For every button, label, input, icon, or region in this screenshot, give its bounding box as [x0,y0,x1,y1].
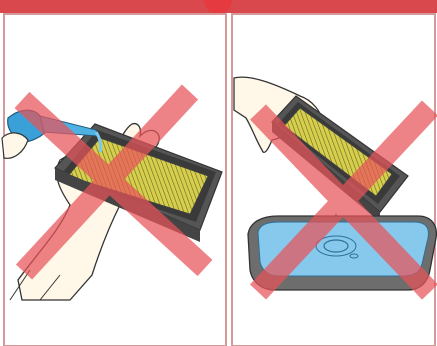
top-banner [0,0,437,14]
